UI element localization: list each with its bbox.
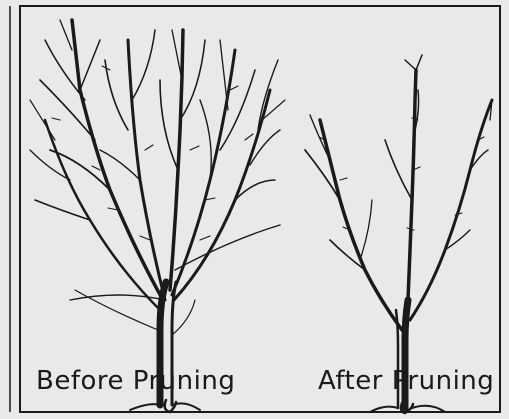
tree-unpruned-icon xyxy=(30,20,285,412)
caption-before-pruning: Before Pruning xyxy=(36,366,235,396)
tree-pruned-icon xyxy=(305,55,492,413)
caption-after-pruning: After Pruning xyxy=(318,366,494,396)
